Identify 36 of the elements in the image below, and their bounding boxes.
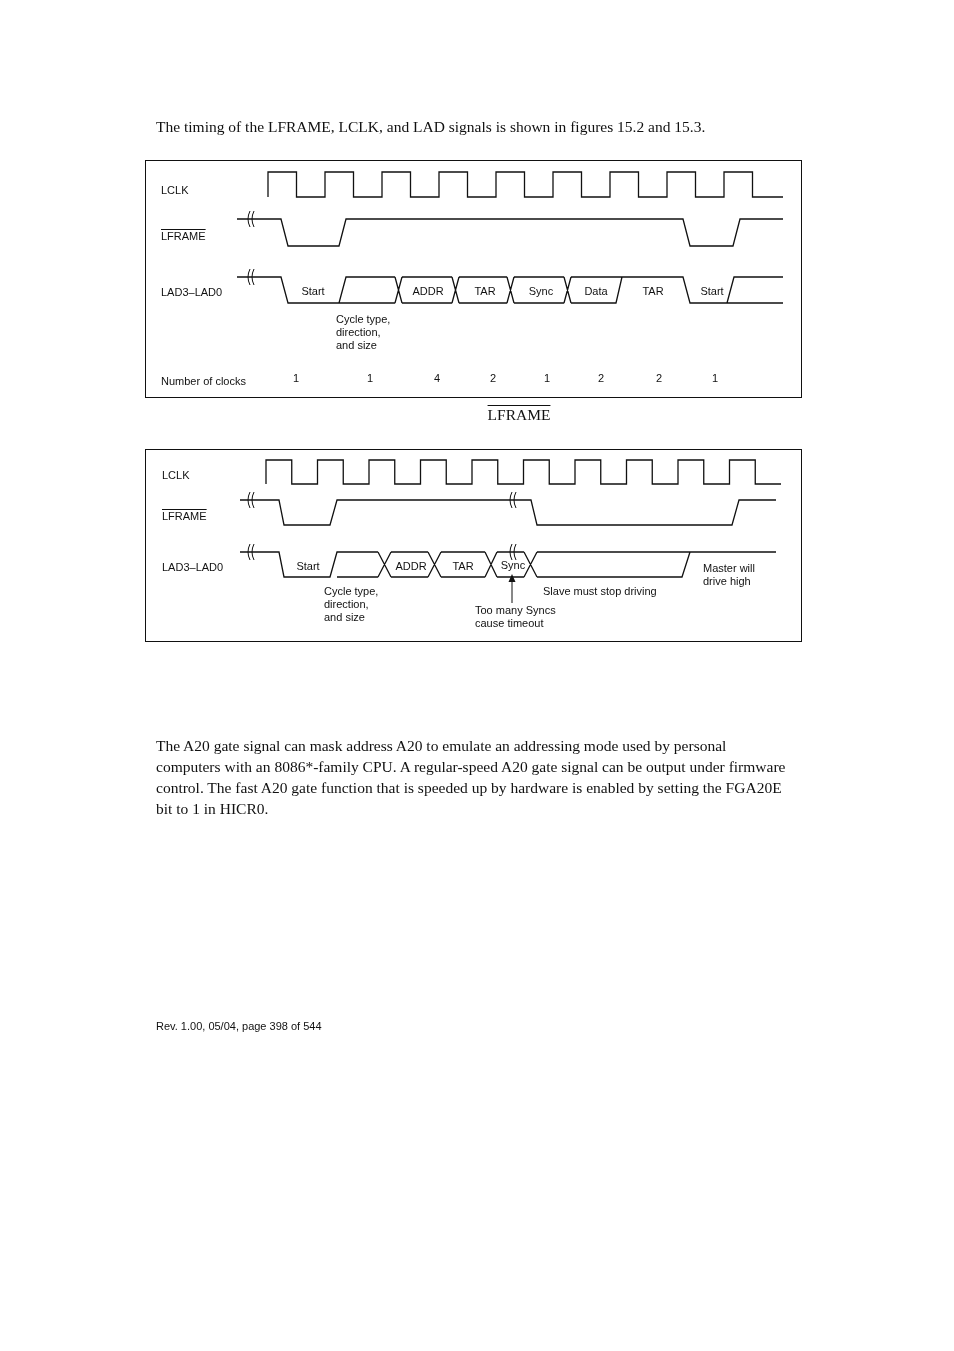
clock-count: 1 [366,372,374,385]
leader-line [508,574,516,604]
row-label: Number of clocks [161,375,246,388]
clock-count: 1 [711,372,719,385]
bus-phase-label: Start [296,560,320,573]
annotation: Cycle type, direction, and size [336,313,392,352]
bus-phase-label: Start [301,285,325,298]
signal-name: LAD3–LAD0 [161,286,223,299]
clock-count: 1 [543,372,551,385]
annotation: Slave must stop driving [543,585,657,598]
signal-name: LAD3–LAD0 [162,561,224,574]
annotation: Cycle type, direction, and size [324,585,380,624]
clock-count: 4 [433,372,441,385]
bus-phase-label: ADDR [412,285,444,298]
annotation: Master will drive high [703,562,756,588]
clock-count: 2 [597,372,605,385]
bus-phase-label: Start [700,285,724,298]
clock-count: 1 [292,372,300,385]
bus-phase-label: Sync [500,559,526,572]
bus-phase-label: Data [584,285,608,298]
signal-name: LFRAME [162,510,207,523]
clock-count: 2 [655,372,663,385]
paragraph: The A20 gate signal can mask address A20 to emulate an addressing mode used by personal computers with an 8086*-family CPU. A regular-speed A20 gate signal can be output under firmware control. The fast A20 gate function that is speeded up by hardware is enabled by setting the FGA20E bit to 1 in HICR0. [156,736,787,819]
bus-phase-label: TAR [452,560,474,573]
page-footer: Rev. 1.00, 05/04, page 398 of 544 [156,1020,322,1033]
signal-name: LCLK [161,184,189,197]
clock-count: 2 [489,372,497,385]
bus-phase-label: TAR [642,285,664,298]
figure-caption: LFRAME [487,405,551,425]
sentence: The timing of the LFRAME, LCLK, and LAD signals is shown in figures 15.2 and 15.3. [156,117,707,137]
bus-phase-label: Sync [528,285,554,298]
signal-name: LFRAME [161,230,206,243]
bus-phase-label: TAR [474,285,496,298]
signal-name: LCLK [162,469,190,482]
annotation: Too many Syncs cause timeout [475,604,570,630]
bus-phase-label: ADDR [395,560,427,573]
